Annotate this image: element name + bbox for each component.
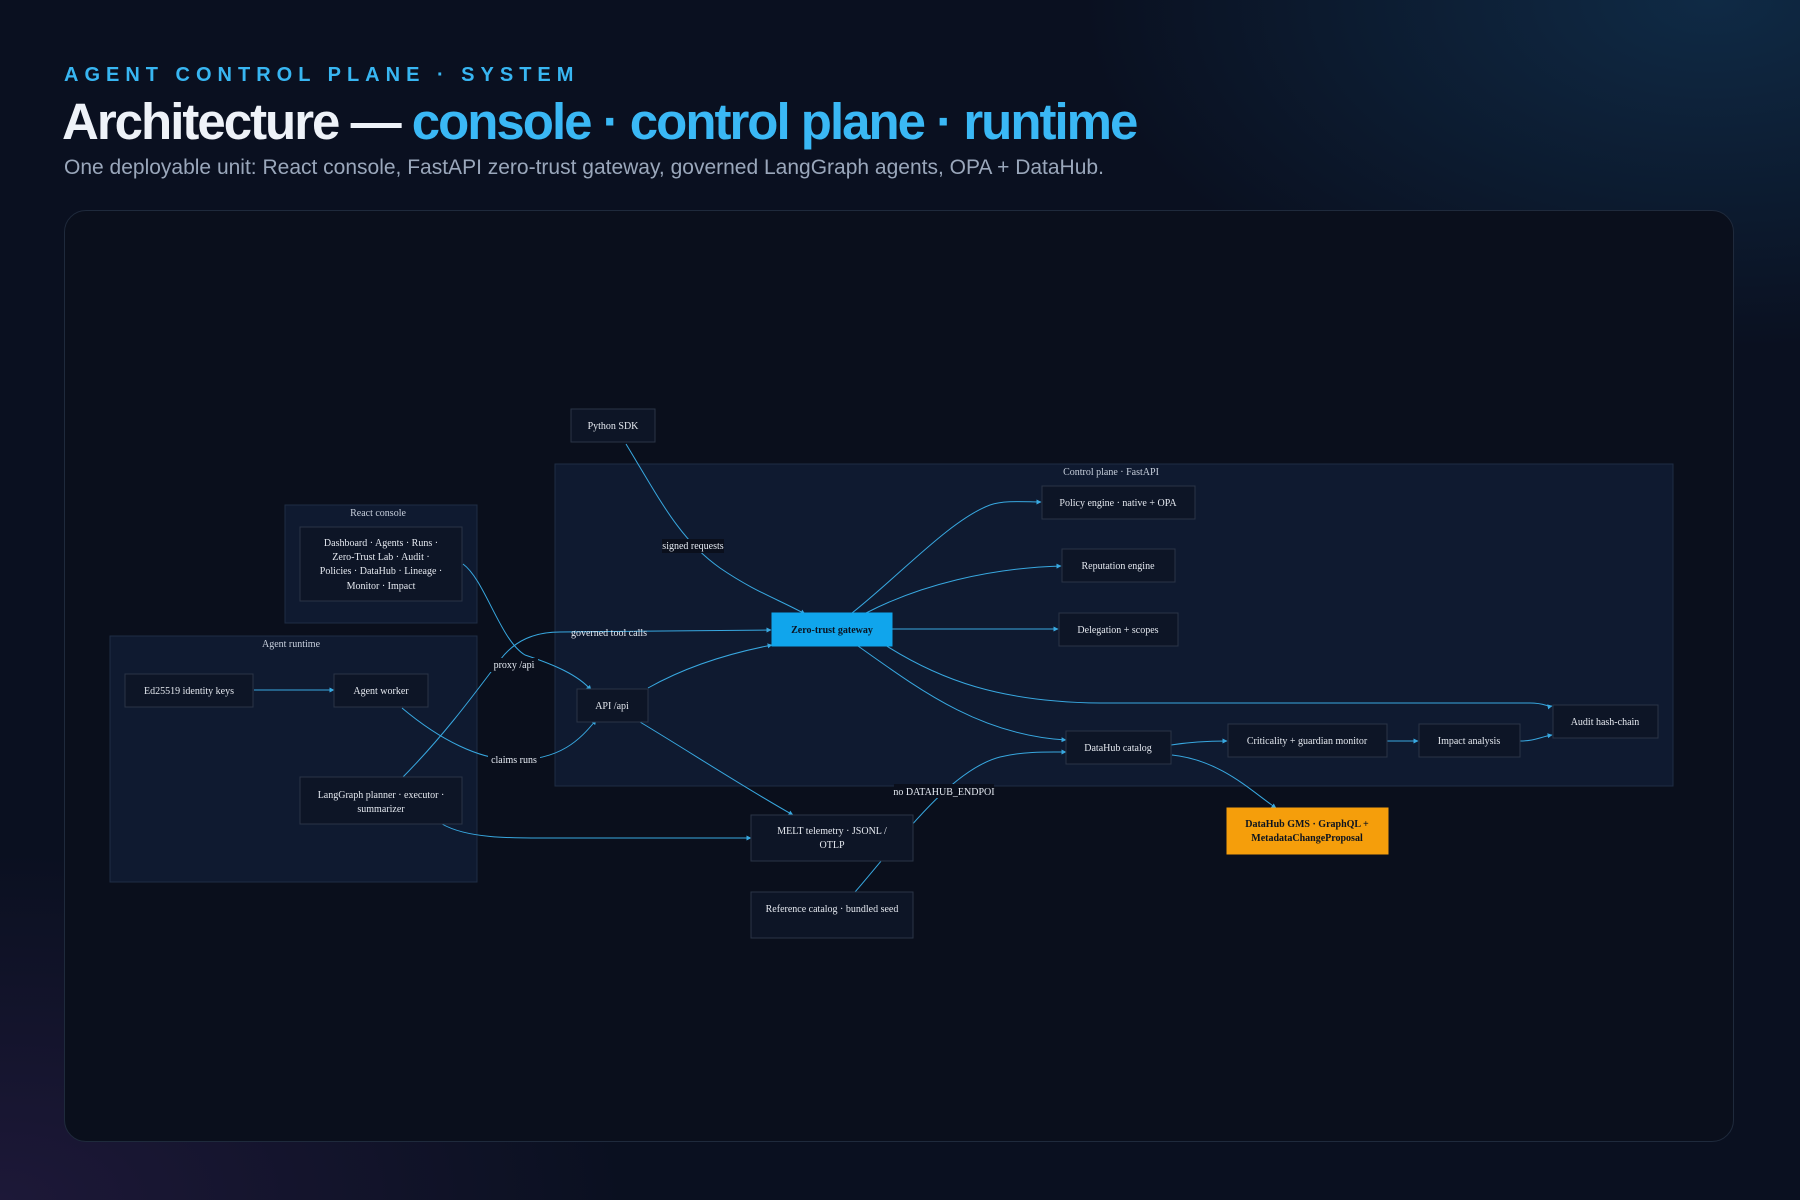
- node-criticality-monitor: Criticality + guardian monitor: [1227, 723, 1388, 758]
- node-label-console-pages-2: Zero-Trust Lab · Audit ·: [332, 552, 429, 563]
- node-reference-catalog: Reference catalog · bundled seed: [750, 891, 914, 939]
- node-label-policy-engine: Policy engine · native + OPA: [1059, 498, 1177, 509]
- title-plain: Architecture —: [62, 93, 412, 150]
- edge-label-governed-tool-calls: governed tool calls: [571, 628, 647, 639]
- node-label-zero-trust-gateway: Zero-trust gateway: [791, 625, 873, 636]
- edge-gateway-audit: [884, 644, 1553, 710]
- node-agent-worker: Agent worker: [333, 673, 429, 708]
- edge-datahub-criticality: [1170, 738, 1228, 746]
- edge-sdk-gateway: [625, 443, 806, 615]
- cluster-label-control-plane: Control plane · FastAPI: [1063, 467, 1159, 478]
- edge-label-proxy-api: proxy /api: [494, 660, 535, 671]
- edge-impact-audit: [1519, 733, 1553, 742]
- node-audit-hash-chain: Audit hash-chain: [1552, 704, 1659, 739]
- node-label-console-pages-3: Policies · DataHub · Lineage ·: [320, 566, 442, 577]
- node-label-datahub-gms-1: DataHub GMS · GraphQL +: [1245, 819, 1369, 830]
- node-label-reputation-engine: Reputation engine: [1081, 561, 1155, 572]
- edge-gateway-policy: [851, 499, 1042, 614]
- node-datahub-catalog: DataHub catalog: [1065, 730, 1172, 765]
- edge-gateway-reputation: [865, 563, 1062, 614]
- node-identity-keys: Ed25519 identity keys: [124, 673, 254, 708]
- node-label-agent-worker: Agent worker: [353, 686, 409, 697]
- page-subtitle: One deployable unit: React console, Fast…: [64, 156, 1104, 179]
- node-label-python-sdk: Python SDK: [588, 421, 640, 432]
- node-label-melt-telemetry-2: OTLP: [820, 840, 845, 851]
- edge-label-claims-runs: claims runs: [491, 755, 537, 766]
- node-label-reference-catalog: Reference catalog · bundled seed: [766, 904, 899, 915]
- node-console-pages: Dashboard · Agents · Runs · Zero-Trust L…: [299, 526, 463, 602]
- node-label-langgraph-2: summarizer: [357, 804, 405, 815]
- node-label-datahub-catalog: DataHub catalog: [1084, 743, 1151, 754]
- node-zero-trust-gateway: Zero-trust gateway: [771, 612, 893, 647]
- edge-labels: signed requests governed tool calls prox…: [488, 539, 995, 798]
- node-label-impact-analysis: Impact analysis: [1438, 736, 1501, 747]
- node-label-datahub-gms-2: MetadataChangeProposal: [1251, 833, 1363, 844]
- node-label-audit-hash-chain: Audit hash-chain: [1571, 717, 1640, 728]
- edge-label-signed-requests: signed requests: [662, 541, 723, 552]
- node-melt-telemetry: MELT telemetry · JSONL / OTLP: [750, 814, 914, 862]
- cluster-label-react-console: React console: [350, 508, 406, 519]
- node-label-criticality-monitor: Criticality + guardian monitor: [1247, 736, 1368, 747]
- edges: [254, 443, 1553, 893]
- cluster-agent-runtime: Agent runtime: [109, 635, 478, 883]
- node-label-langgraph-1: LangGraph planner · executor ·: [318, 790, 445, 801]
- edge-gateway-datahub: [857, 645, 1067, 743]
- node-api: API /api: [576, 688, 649, 723]
- node-impact-analysis: Impact analysis: [1418, 723, 1521, 758]
- node-label-console-pages-4: Monitor · Impact: [347, 581, 416, 592]
- node-langgraph: LangGraph planner · executor · summarize…: [299, 776, 463, 825]
- edge-console-api: [462, 563, 592, 691]
- node-reputation-engine: Reputation engine: [1061, 548, 1176, 583]
- node-delegation-scopes: Delegation + scopes: [1058, 612, 1179, 647]
- node-label-console-pages-1: Dashboard · Agents · Runs ·: [324, 538, 438, 549]
- node-python-sdk: Python SDK: [570, 408, 656, 443]
- node-policy-engine: Policy engine · native + OPA: [1041, 485, 1196, 520]
- node-datahub-gms: DataHub GMS · GraphQL + MetadataChangePr…: [1226, 807, 1389, 855]
- title-accent: console · control plane · runtime: [411, 93, 1139, 150]
- eyebrow-label: AGENT CONTROL PLANE · SYSTEM: [64, 64, 580, 86]
- node-label-delegation-scopes: Delegation + scopes: [1077, 625, 1158, 636]
- edge-langgraph-melt: [441, 823, 752, 841]
- node-label-api: API /api: [595, 701, 629, 712]
- edge-datahub-gms: [1171, 754, 1277, 809]
- edge-api-gateway: [647, 643, 773, 689]
- page-title: Architecture — console · control plane ·…: [62, 92, 1139, 151]
- node-label-identity-keys: Ed25519 identity keys: [144, 686, 234, 697]
- edge-label-no-datahub-endpoint: no DATAHUB_ENDPOI: [893, 787, 994, 798]
- edge-api-melt: [639, 721, 794, 816]
- node-label-melt-telemetry-1: MELT telemetry · JSONL /: [777, 826, 887, 837]
- cluster-label-agent-runtime: Agent runtime: [262, 639, 321, 650]
